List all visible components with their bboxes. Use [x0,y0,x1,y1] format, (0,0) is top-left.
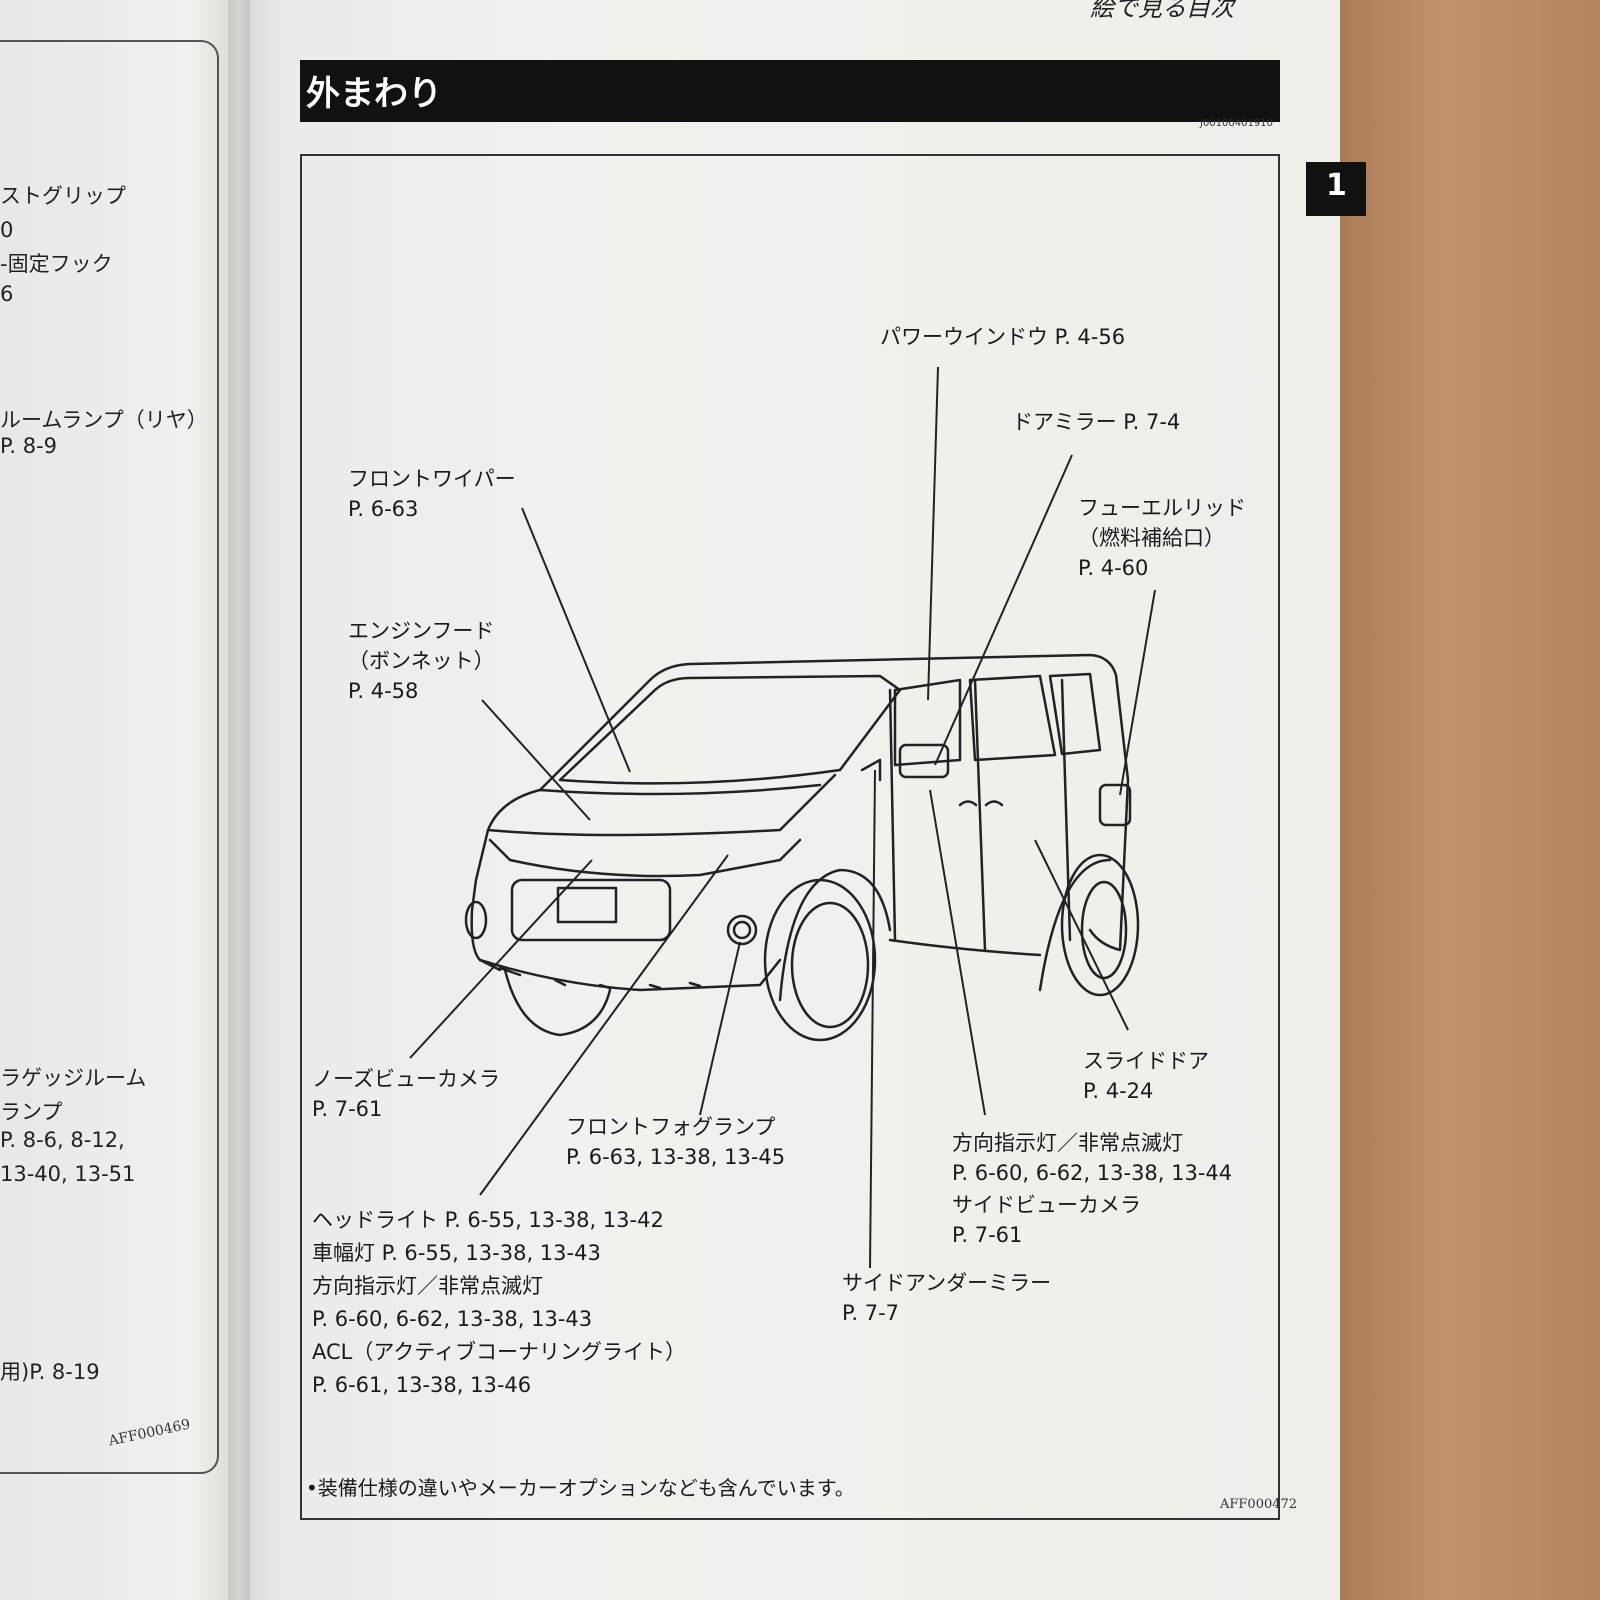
label-front-wiper: フロントワイパー P. 6-63 [348,467,516,521]
left-page-frame [0,40,219,1474]
left-page-line: P. 8-9 [0,434,58,458]
label-side-view-camera: サイドビューカメラ P. 7-61 [952,1193,1141,1247]
section-title: 外まわり [306,74,442,114]
label-power-window: パワーウインドウ P. 4-56 [880,325,1126,349]
left-page-line: ストグリップ [0,184,126,208]
footnote: •装備仕様の違いやメーカーオプションなども含んでいます。 [306,1476,855,1500]
left-page-line: 6 [0,282,14,306]
book-gutter [228,0,250,1600]
label-door-mirror: ドアミラー P. 7-4 [1012,410,1181,434]
running-title: 絵で見る目次 [1090,0,1234,22]
label-front-fog-lamp: フロントフォグランプ P. 6-63, 13-38, 13-45 [566,1115,786,1169]
left-page-line: P. 8-6, 8-12, [0,1128,125,1152]
left-page [0,0,240,1600]
label-side-under-mirror: サイドアンダーミラー P. 7-7 [842,1271,1052,1325]
left-page-line: 13-40, 13-51 [0,1162,136,1186]
label-turn-signal-side: 方向指示灯／非常点滅灯 P. 6-60, 6-62, 13-38, 13-44 [952,1131,1233,1185]
label-nose-view-camera: ノーズビューカメラ P. 7-61 [312,1067,500,1121]
diagram-frame [300,154,1280,1520]
left-page-line: ラゲッジルーム [0,1066,147,1090]
section-title-bar [300,60,1280,122]
wooden-table [1340,0,1600,1600]
label-front-lights: ヘッドライト P. 6-55, 13-38, 13-42 車幅灯 P. 6-55… [312,1208,687,1397]
left-page-line: 0 [0,218,14,242]
right-page [238,0,1342,1600]
figure-code: AFF000472 [1220,1497,1298,1512]
left-page-line: 用)P. 8-19 [0,1360,100,1384]
label-fuel-lid: フューエルリッド （燃料補給口） P. 4-60 [1078,496,1246,580]
left-page-line: ルームランプ（リヤ） [0,408,208,432]
left-page-line: ランプ [0,1100,63,1124]
section-code: J00100401910 [1200,118,1273,129]
left-page-line: -固定フック [0,252,113,276]
label-slide-door: スライドドア P. 4-24 [1083,1049,1209,1103]
chapter-tab [1306,162,1366,216]
chapter-tab-number: 1 [1326,168,1347,203]
label-engine-hood: エンジンフード （ボンネット） P. 4-58 [348,619,495,703]
